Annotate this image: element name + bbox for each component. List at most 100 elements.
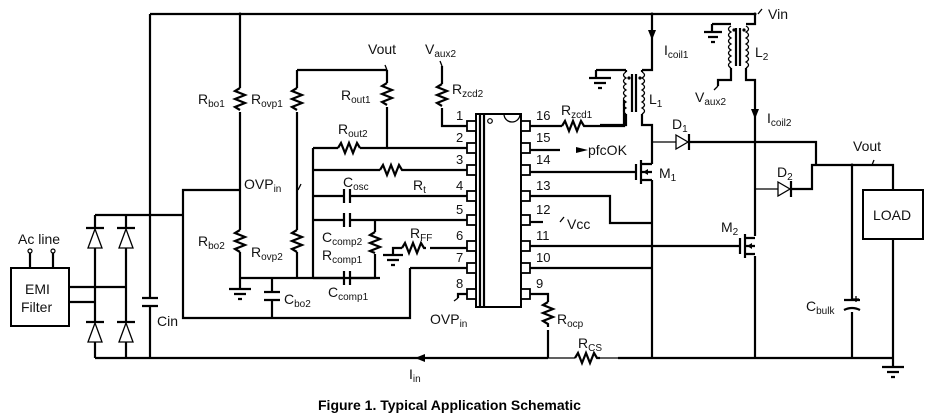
ic-pin-number: 1 bbox=[456, 108, 463, 123]
ic-pin-number: 3 bbox=[456, 152, 463, 167]
mosfet-m1 bbox=[634, 160, 652, 184]
icoil1-label: Icoil1 bbox=[664, 42, 689, 61]
ac-terminal bbox=[50, 248, 56, 254]
resistor-rff bbox=[401, 240, 426, 256]
l2-label: L2 bbox=[755, 44, 769, 63]
rzcd2-label: Rzcd2 bbox=[452, 81, 484, 100]
ic-pin bbox=[466, 120, 477, 132]
load-box bbox=[862, 189, 924, 240]
resistor-rovp2 bbox=[289, 229, 305, 253]
capacitor-cbulk bbox=[843, 298, 861, 311]
vin-label: Vin bbox=[768, 6, 788, 22]
ground-icon bbox=[589, 70, 611, 90]
wires bbox=[28, 12, 895, 360]
ic-pin-number: 8 bbox=[456, 276, 463, 291]
ic-pin bbox=[466, 240, 477, 252]
capacitors bbox=[142, 189, 861, 311]
mosfet-m2 bbox=[738, 234, 755, 258]
ic-pin bbox=[520, 120, 531, 132]
ccomp1-label: Ccomp1 bbox=[328, 284, 369, 303]
rout2-label: Rout2 bbox=[338, 121, 368, 140]
d2-label: D2 bbox=[777, 164, 793, 183]
ic-pin-number: 16 bbox=[536, 108, 550, 123]
diode-d2 bbox=[777, 180, 793, 198]
icoil2-label: Icoil2 bbox=[767, 110, 792, 129]
rocp-label: Rocp bbox=[557, 311, 584, 330]
rff-label: RFF bbox=[410, 225, 432, 244]
ic-pin bbox=[466, 142, 477, 154]
ic-pin-number: 10 bbox=[536, 250, 550, 265]
rbo1-label: Rbo1 bbox=[198, 91, 225, 110]
ovp-in-bottom-label: OVPin bbox=[430, 311, 467, 330]
rout1-label: Rout1 bbox=[341, 87, 371, 106]
vcc-label: Vcc bbox=[567, 216, 590, 232]
ic-pin bbox=[520, 214, 531, 226]
diode-d1 bbox=[675, 133, 691, 151]
ic-pin-number: 2 bbox=[456, 130, 463, 145]
rzcd1-label: Rzcd1 bbox=[561, 102, 593, 121]
bridge-diode bbox=[117, 226, 135, 249]
rovp2-label: Rovp2 bbox=[251, 244, 283, 263]
ic-pin-number: 13 bbox=[536, 178, 550, 193]
mosfets bbox=[634, 160, 755, 258]
m2-label: M2 bbox=[721, 219, 739, 238]
ground-icon bbox=[383, 253, 403, 267]
vaux2-right-label: Vaux2 bbox=[695, 89, 726, 108]
terminals bbox=[27, 8, 875, 362]
d1-label: D1 bbox=[672, 116, 688, 135]
resistor-rbo2 bbox=[232, 229, 248, 253]
vaux2-top-label: Vaux2 bbox=[425, 41, 456, 60]
resistor-rcomp1 bbox=[367, 231, 383, 255]
resistor-rocp bbox=[540, 301, 556, 327]
ic-pin-number: 15 bbox=[536, 130, 550, 145]
emi-label-2: Filter bbox=[21, 299, 52, 315]
ic-pin bbox=[466, 190, 477, 202]
resistor-rout2 bbox=[337, 140, 361, 156]
rcomp1-label: Rcomp1 bbox=[322, 247, 363, 266]
ic-pin-number: 6 bbox=[456, 228, 463, 243]
bridge-diode bbox=[86, 320, 104, 343]
iin-label: Iin bbox=[409, 366, 421, 385]
ic-pin bbox=[520, 288, 531, 300]
resistor-rt bbox=[379, 162, 405, 178]
resistor-rovp1 bbox=[289, 87, 305, 111]
diodes bbox=[86, 133, 793, 343]
ic-pin-number: 11 bbox=[536, 228, 550, 243]
cin-label: Cin bbox=[157, 313, 178, 329]
m1-label: M1 bbox=[659, 165, 677, 184]
ground-icon bbox=[882, 358, 904, 379]
ic-pin-number: 14 bbox=[536, 152, 550, 167]
arrow-icon bbox=[648, 30, 656, 40]
figure-caption: Figure 1. Typical Application Schematic bbox=[318, 397, 581, 413]
load-label: LOAD bbox=[873, 207, 911, 223]
capacitor-cosc bbox=[342, 189, 352, 203]
transformer-l1 bbox=[600, 70, 646, 127]
resistor-rbo1 bbox=[232, 87, 248, 111]
ovp-in-left-label: OVPin bbox=[244, 176, 281, 195]
cbo2-label: Cbo2 bbox=[284, 291, 311, 310]
rt-label: Rt bbox=[413, 177, 426, 196]
ic-pin bbox=[520, 240, 531, 252]
arrow-icon bbox=[415, 354, 425, 362]
vout-right-label: Vout bbox=[853, 138, 881, 154]
ic-pin bbox=[466, 288, 477, 300]
emi-filter-box bbox=[10, 267, 70, 327]
arrow-icon bbox=[751, 109, 759, 119]
pfcok-label: pfcOK bbox=[588, 142, 628, 158]
inductors bbox=[600, 25, 750, 127]
ic-pin bbox=[520, 262, 531, 274]
rbo2-label: Rbo2 bbox=[198, 233, 225, 252]
bridge-diode bbox=[86, 226, 104, 249]
capacitor-ccomp1 bbox=[342, 271, 352, 285]
ic-pin bbox=[520, 190, 531, 202]
ic-pin-number: 9 bbox=[536, 276, 543, 291]
ccomp2-label: Ccomp2 bbox=[322, 229, 363, 248]
ac-line-label: Ac line bbox=[18, 231, 60, 247]
rovp1-label: Rovp1 bbox=[251, 91, 283, 110]
ic-pin bbox=[520, 164, 531, 176]
resistor-rzcd2 bbox=[434, 83, 450, 107]
ground-icon bbox=[229, 278, 251, 301]
resistor-rout1 bbox=[379, 82, 395, 106]
